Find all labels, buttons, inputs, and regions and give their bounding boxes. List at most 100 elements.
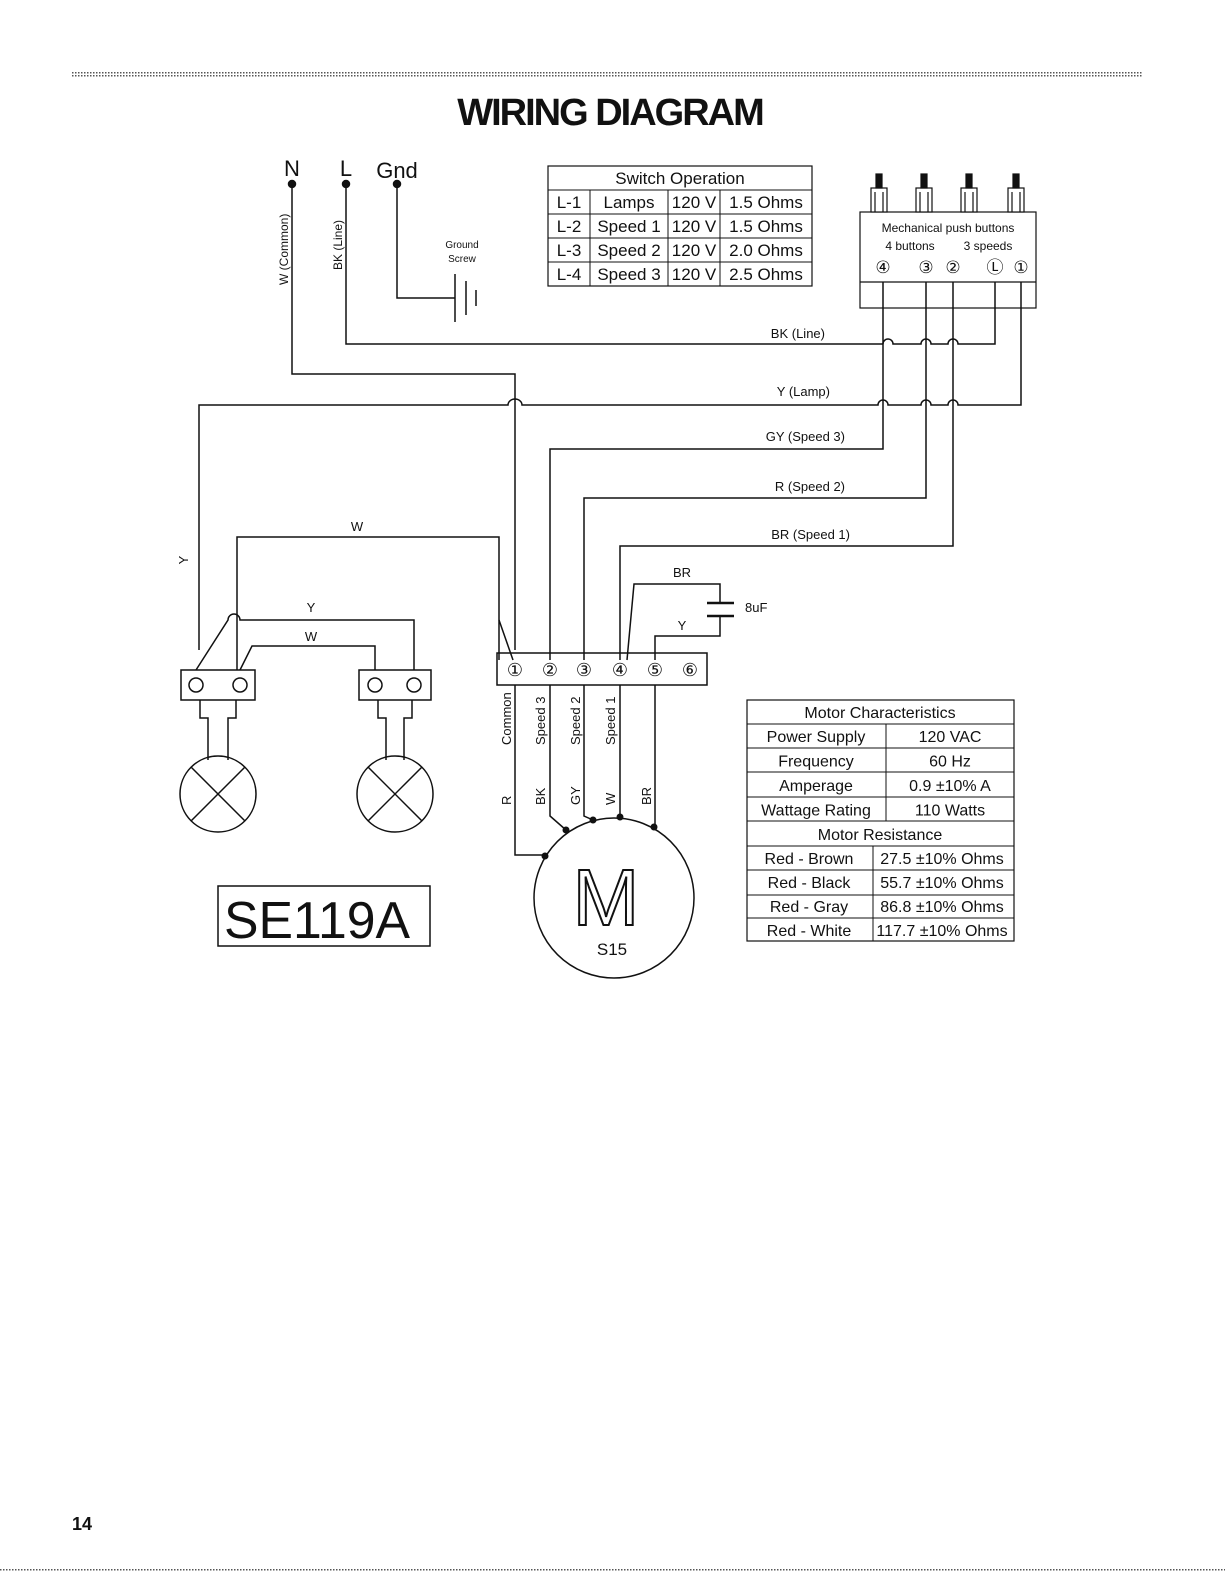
resistance-value: 117.7 ±10% Ohms [876,923,1007,940]
wire-color-label: BR [639,787,654,805]
w-common-label: W (Common) [277,214,291,285]
switch-table-cell: 120 V [672,217,717,236]
top-rule [72,72,1142,77]
push-button-cap [875,173,883,189]
block-terminal: ⑥ [682,660,698,680]
wire-label-gy-speed3: GY (Speed 3) [766,429,845,444]
push-buttons-line2a: 4 buttons [885,239,934,253]
motor-letter: M [573,853,640,942]
wire-label-w-top: W [351,519,364,534]
wire-label-y-lamp-mid: Y [307,600,316,615]
motor-char-value: 0.9 ±10% A [909,778,991,795]
block-terminal: ① [507,660,523,680]
switch-terminal: ② [945,258,960,277]
push-button-plunger [1007,187,1025,213]
block-function-label: Speed 3 [533,697,548,745]
switch-terminal: ④ [875,258,890,277]
lamp-left [179,669,257,833]
resistance-value: 86.8 ±10% Ohms [880,899,1004,916]
push-button-cap [965,173,973,189]
motor-char-value: 110 Watts [915,803,985,820]
wire-label-r-speed2: R (Speed 2) [775,479,845,494]
wire-label-br-cap: BR [673,565,691,580]
block-terminal: ④ [612,660,628,680]
push-buttons-line1: Mechanical push buttons [882,221,1015,235]
push-button-cap [1012,173,1020,189]
switch-table-cell: 1.5 Ohms [729,193,803,212]
wire-label-y-cap: Y [678,618,687,633]
switch-table-cell: Speed 2 [597,241,660,260]
motor-table-title: Motor Characteristics [804,705,955,722]
switch-table-cell: 1.5 Ohms [729,217,803,236]
resistance-value: 27.5 ±10% Ohms [880,851,1004,868]
capacitor-label: 8uF [745,600,767,615]
switch-table-cell: L-1 [557,193,582,212]
resistance-label: Red - Brown [765,851,854,868]
push-buttons-line2b: 3 speeds [964,239,1013,253]
switch-table-cell: L-4 [557,265,582,284]
motor-model: S15 [597,940,627,959]
switch-table-title: Switch Operation [615,169,744,188]
motor-char-label: Wattage Rating [761,803,871,820]
motor-char-label: Frequency [778,754,854,771]
switch-table-cell: Speed 1 [597,217,660,236]
wire-color-label: R [499,796,514,805]
push-button-cap [920,173,928,189]
resistance-value: 55.7 ±10% Ohms [880,875,1004,892]
wire-label-bk-line: BK (Line) [771,326,825,341]
motor-char-label: Amperage [779,778,853,795]
switch-terminal: ③ [918,258,933,277]
resistance-label: Red - Black [768,875,852,892]
block-terminal: ⑤ [647,660,663,680]
wire-color-label: GY [568,786,583,805]
wire-label-y-left: Y [176,555,191,564]
supply-gnd-label: Gnd [376,158,418,183]
motor-characteristics-table: Motor Characteristics Motor Resistance P… [746,699,1015,942]
wire-color-label: W [603,792,618,805]
resistance-label: Red - Gray [770,899,848,916]
wire-label-w-lamp-mid: W [305,629,318,644]
block-function-label: Common [499,692,514,745]
switch-table-cell: 120 V [672,241,717,260]
ground-label: Ground [445,240,478,251]
switch-terminal: Ⓛ [987,258,1004,277]
switch-terminal: ① [1013,258,1028,277]
switch-table-cell: 2.5 Ohms [729,265,803,284]
block-terminal: ② [542,660,558,680]
push-button-switch: Mechanical push buttons 4 buttons 3 spee… [859,173,1037,309]
screw-label: Screw [448,254,477,265]
motor-char-value: 120 VAC [919,729,982,746]
switch-table-cell: L-2 [557,217,582,236]
wire-label-y-lamp: Y (Lamp) [777,384,830,399]
push-button-plunger [960,187,978,213]
push-button-plunger [870,187,888,213]
lamp-right [356,669,434,833]
switch-table-cell: 120 V [672,265,717,284]
motor-char-label: Power Supply [767,729,866,746]
switch-table-cell: 120 V [672,193,717,212]
model-number: SE119A [224,892,410,950]
resistance-label: Red - White [767,923,852,940]
wire-label-br-speed1: BR (Speed 1) [771,527,850,542]
bottom-rule [0,1568,1225,1572]
wire-color-label: BK [533,787,548,805]
motor-resistance-title: Motor Resistance [818,827,943,844]
switch-table-cell: Lamps [603,193,654,212]
page-title: WIRING DIAGRAM [457,92,763,134]
supply-n-label: N [284,156,300,181]
switch-table-cell: L-3 [557,241,582,260]
bk-line-vertical-label: BK (Line) [331,220,345,270]
motor: M S15 [533,813,695,979]
switch-table-cell: 2.0 Ohms [729,241,803,260]
model-box: SE119A [217,885,431,950]
block-function-label: Speed 2 [568,697,583,745]
block-terminal: ③ [576,660,592,680]
switch-table-cell: Speed 3 [597,265,660,284]
supply-l-label: L [340,156,352,181]
push-button-plunger [915,187,933,213]
motor-char-value: 60 Hz [929,754,971,771]
